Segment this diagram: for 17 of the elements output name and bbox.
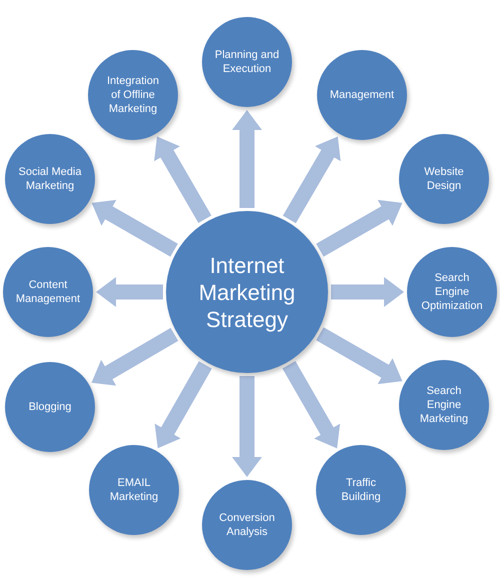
topic-text: EMAIL Marketing [108, 476, 160, 504]
central-topic-text: Internet Marketing Strategy [198, 252, 296, 332]
topic-text: Conversion Analysis [218, 511, 276, 539]
topic-text: Integration of Offline Marketing [106, 74, 160, 116]
topic-text: Traffic Building [340, 476, 382, 504]
arrow [232, 376, 262, 477]
topic-text: Social Media Marketing [18, 165, 82, 193]
topic-text: Search Engine Marketing [418, 384, 470, 426]
topic-text: Management [328, 88, 396, 102]
topic-text: Blogging [28, 400, 72, 414]
arrow [331, 277, 404, 307]
topic-text: Search Engine Optimization [420, 271, 484, 313]
arrow [232, 110, 262, 208]
arrow [96, 277, 163, 307]
topic-text: Website Design [423, 165, 465, 193]
topic-text: Content Management [14, 278, 82, 306]
topic-text: Planning and Execution [214, 48, 280, 76]
